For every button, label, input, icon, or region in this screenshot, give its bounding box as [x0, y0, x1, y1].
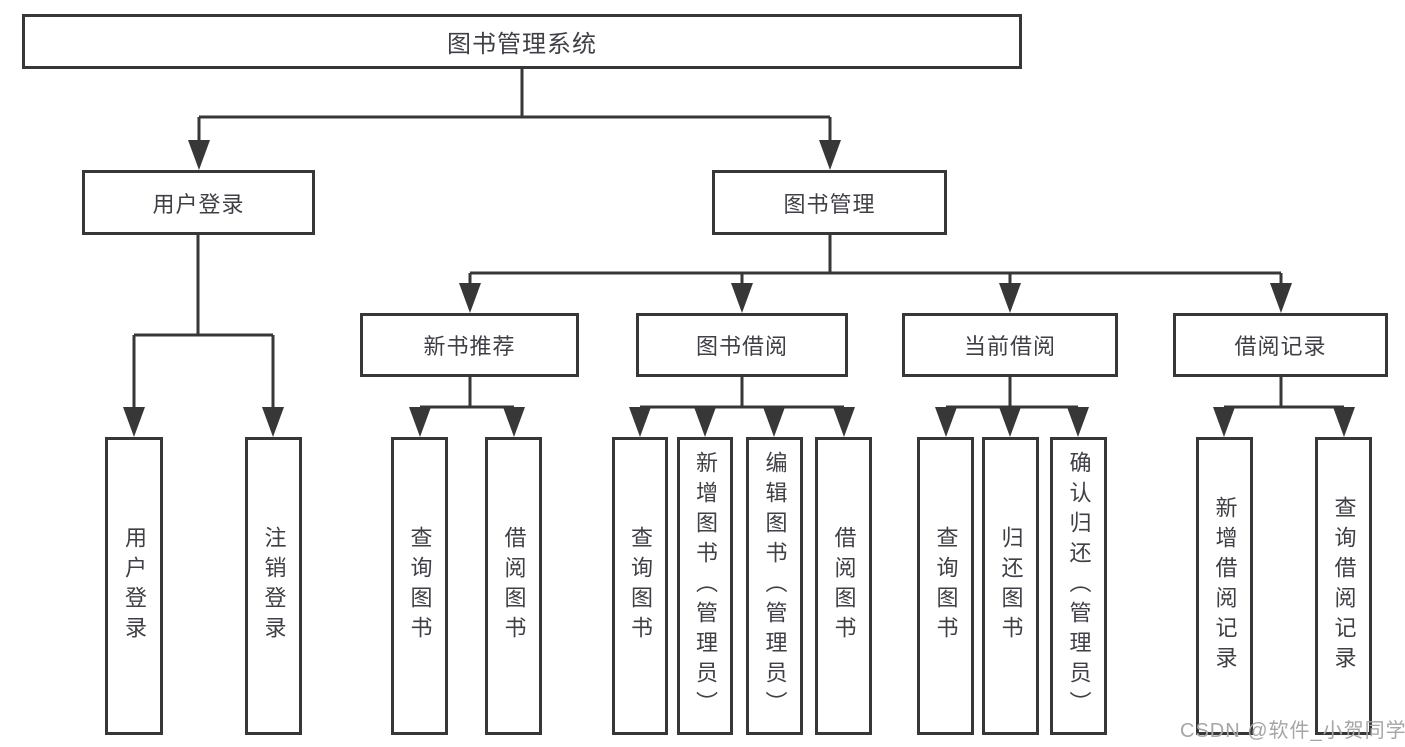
node-label: 注销登录: [261, 526, 287, 646]
arrow-down-icon: [833, 407, 855, 437]
node-leaf-logout: 注销登录: [245, 437, 302, 735]
node-leaf-query-books-1: 查询图书: [391, 437, 448, 735]
arrow-down-icon: [763, 407, 785, 437]
arrow-down-icon: [503, 407, 525, 437]
node-leaf-return-books: 归还图书: [982, 437, 1039, 735]
node-label: 归还图书: [998, 526, 1024, 646]
connector-user-login: [123, 235, 284, 437]
connector-root: [188, 69, 841, 170]
connector-current-borrowing: [935, 377, 1089, 437]
arrow-down-icon: [409, 407, 431, 437]
arrow-down-icon: [262, 407, 284, 437]
node-book-management: 图书管理: [712, 170, 947, 235]
arrow-down-icon: [1333, 407, 1355, 437]
node-current-borrowing: 当前借阅: [902, 313, 1118, 377]
node-label: 新增借阅记录: [1212, 496, 1238, 676]
node-leaf-add-book-admin: 新增图书（管理员）: [677, 437, 733, 735]
arrow-down-icon: [1270, 283, 1292, 313]
node-label: 查询借阅记录: [1331, 496, 1357, 676]
node-library-management-system: 图书管理系统: [22, 14, 1022, 69]
node-label: 查询图书: [407, 526, 433, 646]
arrow-down-icon: [694, 407, 716, 437]
arrow-down-icon: [731, 283, 753, 313]
arrow-down-icon: [1213, 407, 1235, 437]
node-leaf-borrow-books-2: 借阅图书: [815, 437, 872, 735]
arrow-down-icon: [459, 283, 481, 313]
node-label: 确认归还（管理员）: [1066, 451, 1092, 721]
arrow-down-icon: [629, 407, 651, 437]
connector-new-book-recommendation: [409, 377, 525, 437]
connector-book-borrowing: [629, 377, 855, 437]
arrow-down-icon: [935, 407, 957, 437]
arrow-down-icon: [1067, 407, 1089, 437]
watermark: CSDN @软件_小贺同学: [1180, 720, 1405, 742]
node-leaf-query-books-2: 查询图书: [612, 437, 668, 735]
node-leaf-add-borrow-record: 新增借阅记录: [1196, 437, 1253, 735]
node-leaf-edit-book-admin: 编辑图书（管理员）: [746, 437, 803, 735]
node-leaf-query-books-3: 查询图书: [917, 437, 974, 735]
node-leaf-confirm-return-admin: 确认归还（管理员）: [1050, 437, 1107, 735]
node-user-login: 用户登录: [82, 170, 315, 235]
node-label: 借阅图书: [831, 526, 857, 646]
node-label: 新增图书（管理员）: [693, 451, 718, 721]
node-leaf-user-login: 用户登录: [105, 437, 163, 735]
node-label: 用户登录: [122, 526, 147, 646]
arrow-down-icon: [188, 140, 210, 170]
connector-borrowing-records: [1213, 377, 1355, 437]
arrow-down-icon: [819, 140, 841, 170]
node-label: 编辑图书（管理员）: [762, 451, 788, 721]
arrow-down-icon: [999, 407, 1021, 437]
arrow-down-icon: [999, 283, 1021, 313]
node-label: 查询图书: [628, 526, 653, 646]
node-book-borrowing: 图书借阅: [636, 313, 848, 377]
node-leaf-query-borrow-record: 查询借阅记录: [1315, 437, 1372, 735]
node-label: 借阅图书: [501, 526, 527, 646]
node-new-book-recommendation: 新书推荐: [360, 313, 579, 377]
node-leaf-borrow-books-1: 借阅图书: [485, 437, 542, 735]
arrow-down-icon: [123, 407, 145, 437]
node-borrowing-records: 借阅记录: [1173, 313, 1388, 377]
node-label: 查询图书: [933, 526, 959, 646]
connector-book-management: [459, 235, 1292, 313]
